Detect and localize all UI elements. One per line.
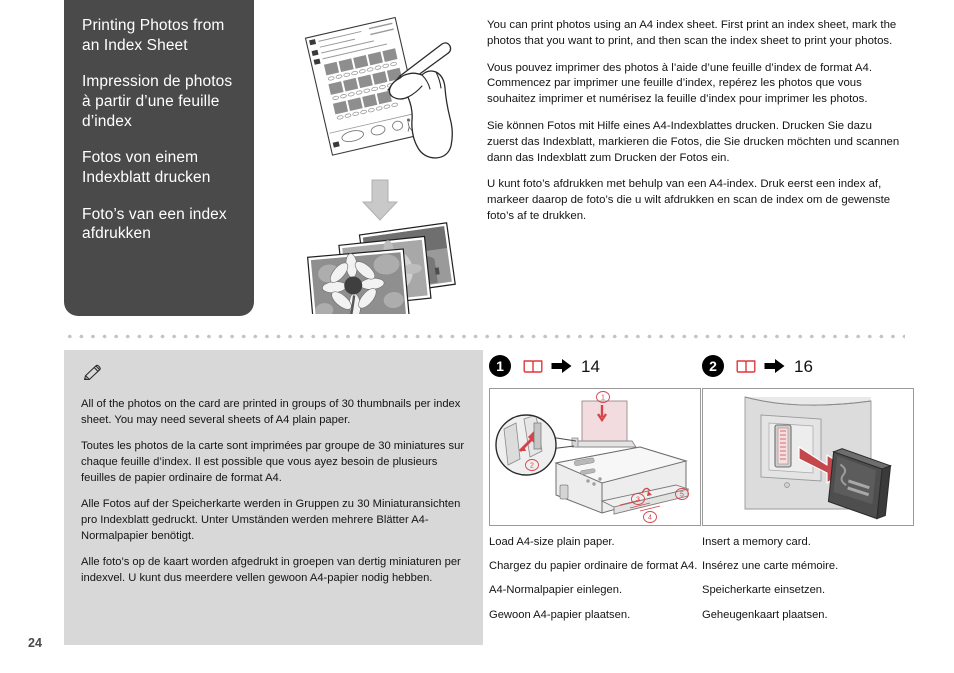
title-panel: Printing Photos from an Index Sheet Impr… bbox=[64, 0, 254, 316]
open-book-icon bbox=[523, 359, 543, 373]
title-line-fr: Impression de photos à partir d’une feui… bbox=[82, 73, 233, 130]
note-paragraph-fr: Toutes les photos de la carte sont impri… bbox=[81, 440, 465, 484]
a4-paper bbox=[581, 400, 628, 447]
intro-paragraph-fr: Vous pouvez imprimer des photos à l’aide… bbox=[487, 61, 872, 106]
load-paper-illustration: 1 2 3 4 5 bbox=[495, 391, 690, 523]
step-1-number-badge: 1 bbox=[489, 355, 511, 377]
callout-4: 4 bbox=[648, 515, 652, 522]
hand-with-pen-icon bbox=[387, 42, 453, 159]
photo-stack-icon bbox=[306, 222, 456, 326]
pencil-icon bbox=[83, 364, 101, 381]
step-1-caption-de: A4-Normalpapier einlegen. bbox=[489, 584, 623, 597]
step-2-number-badge: 2 bbox=[702, 355, 724, 377]
callout-3: 3 bbox=[636, 497, 640, 504]
page-number: 24 bbox=[28, 636, 42, 650]
callout-5: 5 bbox=[680, 492, 684, 499]
insert-memory-card-illustration bbox=[744, 396, 892, 520]
right-arrow-icon bbox=[551, 359, 572, 373]
step-1-caption: Load A4-size plain paper. Chargez du pap… bbox=[489, 535, 701, 623]
step-1-header: 1 14 bbox=[489, 353, 701, 379]
intro-paragraph-de: Sie können Fotos mit Hilfe eines A4-Inde… bbox=[487, 119, 900, 164]
title-line-en: Printing Photos from an Index Sheet bbox=[82, 17, 225, 54]
step-2-figure bbox=[702, 388, 914, 526]
step-2-caption-de: Speicherkarte einsetzen. bbox=[702, 584, 826, 597]
step-2-caption-fr: Insérez une carte mémoire. bbox=[702, 560, 839, 573]
intro-paragraph-nl: U kunt foto’s afdrukken met behulp van e… bbox=[487, 178, 891, 222]
step-1-caption-en: Load A4-size plain paper. bbox=[489, 536, 615, 548]
note-paragraph-de: Alle Fotos auf der Speicherkarte werden … bbox=[81, 498, 461, 542]
step-1-page-reference: 14 bbox=[581, 356, 600, 376]
step-2: 2 16 bbox=[702, 353, 914, 623]
step-2-caption-nl: Geheugenkaart plaatsen. bbox=[702, 608, 828, 621]
dotted-divider bbox=[64, 334, 905, 339]
hero-illustration-svg bbox=[304, 16, 456, 326]
hero-illustration bbox=[296, 14, 476, 326]
note-paragraph-en: All of the photos on the card are printe… bbox=[81, 398, 461, 426]
down-arrow-icon bbox=[361, 179, 399, 221]
callout-2: 2 bbox=[530, 463, 534, 470]
step-2-page-reference: 16 bbox=[794, 356, 813, 376]
callout-1: 1 bbox=[601, 395, 605, 402]
step-1: 1 14 bbox=[489, 353, 701, 623]
index-sheet-icon bbox=[304, 16, 423, 156]
title-line-nl: Foto’s van een index afdrukken bbox=[82, 205, 227, 243]
step-2-caption-en: Insert a memory card. bbox=[702, 536, 811, 548]
step-1-caption-fr: Chargez du papier ordinaire de format A4… bbox=[489, 560, 698, 573]
step-1-caption-nl: Gewoon A4-papier plaatsen. bbox=[489, 608, 631, 621]
step-1-figure: 1 2 3 4 5 bbox=[489, 388, 701, 526]
intro-text-block: You can print photos using an A4 index s… bbox=[487, 18, 905, 225]
edge-guide-inset bbox=[495, 414, 577, 476]
open-book-icon bbox=[736, 359, 756, 373]
memory-card bbox=[827, 448, 892, 520]
intro-paragraph-en: You can print photos using an A4 index s… bbox=[487, 19, 897, 47]
step-2-header: 2 16 bbox=[702, 353, 914, 379]
step-2-caption: Insert a memory card. Insérez une carte … bbox=[702, 535, 914, 623]
card-slot bbox=[774, 424, 792, 468]
right-arrow-icon bbox=[764, 359, 785, 373]
title-line-de: Fotos von einem Indexblatt drucken bbox=[82, 149, 211, 187]
note-box: All of the photos on the card are printe… bbox=[64, 350, 483, 645]
note-paragraph-nl: Alle foto’s op de kaart worden afgedrukt… bbox=[81, 556, 461, 585]
